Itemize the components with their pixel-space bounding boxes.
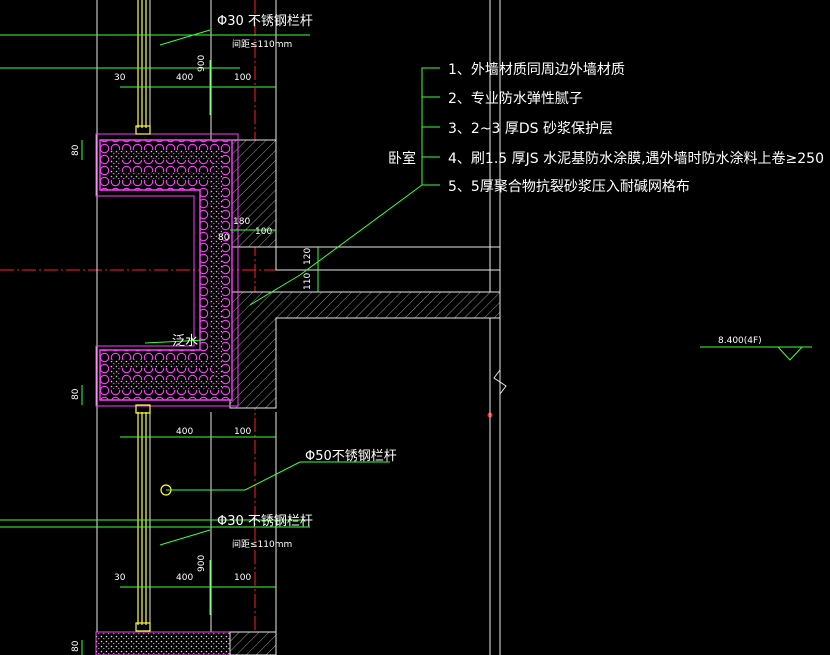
dim-400-top: 400: [176, 73, 193, 83]
dim-80-lower: 80: [71, 388, 81, 400]
dim-100-bot: 100: [234, 573, 251, 583]
lower-parapet-section: [95, 631, 277, 655]
drip-label: 泛水: [172, 334, 198, 349]
note-item-1: 1、外墙材质同周边外墙材质: [448, 62, 625, 78]
dim-80-upper: 80: [71, 144, 81, 156]
note-item-2: 2、专业防水弹性腻子: [448, 91, 583, 107]
dim-400-bot: 400: [176, 573, 193, 583]
top-rod-label: Φ30 不锈钢栏杆: [217, 14, 313, 29]
dim-30-top: 30: [114, 73, 126, 83]
dim-180: 180: [233, 217, 250, 227]
guide-lines: [0, 29, 812, 655]
dim-400-mid: 400: [176, 427, 193, 437]
elevation-label: 8.400(4F): [718, 336, 762, 346]
dim-30-bot: 30: [114, 573, 126, 583]
bottom-rod-label: Φ30 不锈钢栏杆: [217, 514, 313, 529]
bottom-spacing-label: 间距≤110mm: [232, 538, 292, 550]
dim-100-mid2: 100: [234, 427, 251, 437]
top-spacing-label: 间距≤110mm: [232, 38, 292, 50]
dim-100-top: 100: [234, 73, 251, 83]
note-item-4: 4、刷1.5 厚JS 水泥基防水涂膜,遇外墙时防水涂料上卷≥250: [448, 150, 824, 167]
dim-100-mid: 100: [255, 227, 272, 237]
concrete-section: [148, 139, 501, 409]
dim-900-top: 900: [197, 55, 207, 72]
dim-110: 110: [303, 273, 313, 290]
dim-900-bot: 900: [197, 555, 207, 572]
dim-80-bot: 80: [71, 640, 81, 652]
room-label: 卧室: [388, 150, 416, 167]
wall-lines: [96, 0, 507, 655]
dim-80-mid: 80: [218, 233, 230, 243]
dim-120: 120: [303, 248, 313, 265]
insulation-profile: [95, 133, 239, 407]
note-item-3: 3、2~3 厚DS 砂浆保护层: [448, 121, 613, 137]
railing-posts: [135, 0, 172, 632]
note-item-5: 5、5厚聚合物抗裂砂浆压入耐碱网格布: [448, 179, 690, 195]
mid-rod-label: Φ50不锈钢栏杆: [305, 449, 397, 464]
